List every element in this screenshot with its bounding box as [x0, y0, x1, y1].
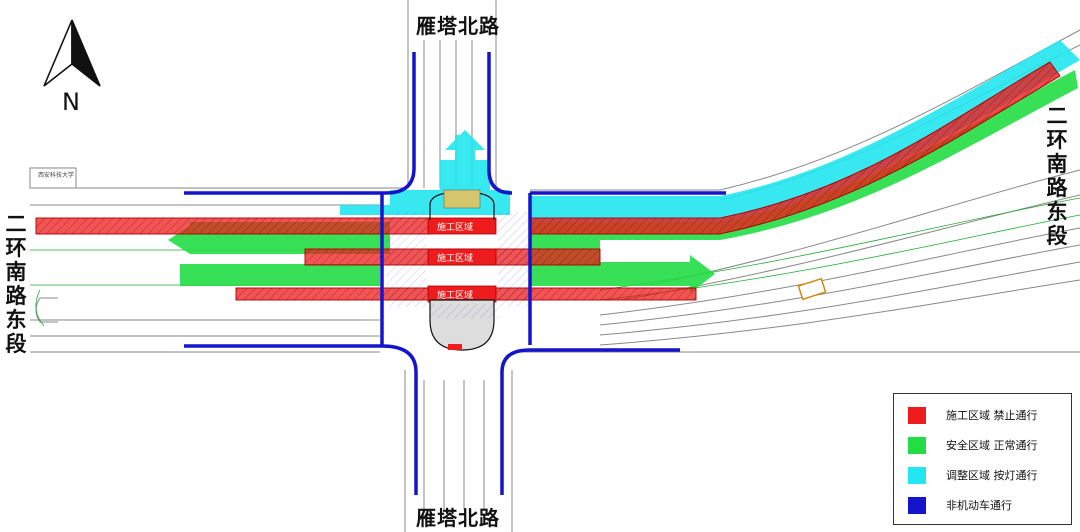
- legend-item-bike: 非机动车通行: [908, 496, 1012, 514]
- crosswalks: [386, 212, 532, 318]
- safe-zone: [168, 70, 1078, 293]
- landmark-label: 西安科技大学: [38, 172, 75, 179]
- zone-label-1: 施工区域: [437, 223, 474, 233]
- legend-swatch: [908, 466, 926, 484]
- road-name-west: 二环南路东段: [5, 212, 27, 356]
- legend-swatch: [908, 406, 926, 424]
- road-name-east: 二环南路东段: [1046, 104, 1068, 248]
- zone-label-2: 施工区域: [437, 254, 474, 264]
- east-sign: [797, 277, 827, 301]
- legend-swatch: [908, 436, 926, 454]
- map-legend: 施工区域 禁止通行 安全区域 正常通行 调整区域 按灯通行 非机动车通行: [893, 393, 1072, 525]
- road-name-north: 雁塔北路: [416, 14, 500, 38]
- legend-item-safe: 安全区域 正常通行: [908, 436, 1038, 454]
- road-name-south: 雁塔北路: [416, 506, 500, 530]
- north-arrow-icon: [43, 19, 101, 87]
- legend-item-adjust: 调整区域 按灯通行: [908, 466, 1038, 484]
- zone-label-3: 施工区域: [437, 291, 474, 301]
- bike-lanes: [184, 52, 726, 495]
- road-edges: [29, 0, 1080, 532]
- legend-item-construction: 施工区域 禁止通行: [908, 406, 1038, 424]
- legend-label: 调整区域 按灯通行: [946, 469, 1038, 482]
- legend-label: 安全区域 正常通行: [946, 439, 1038, 452]
- legend-label: 施工区域 禁止通行: [946, 409, 1038, 422]
- legend-label: 非机动车通行: [946, 499, 1012, 512]
- compass-letter: N: [62, 88, 80, 116]
- legend-swatch: [908, 496, 926, 514]
